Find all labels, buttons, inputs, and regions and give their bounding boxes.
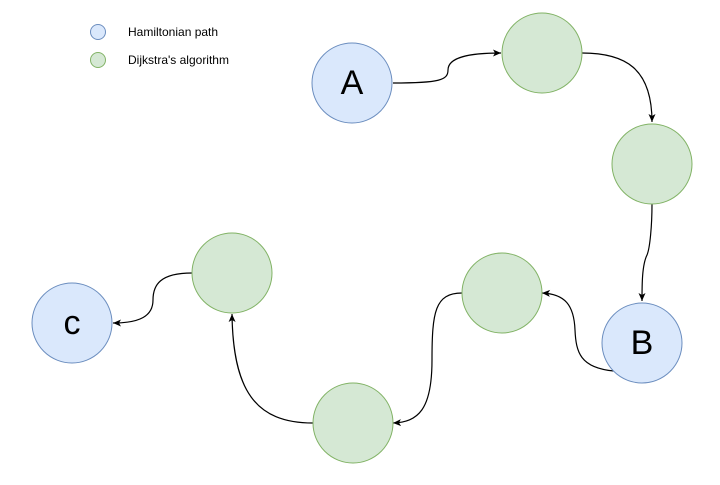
legend-label-dijkstra: Dijkstra's algorithm	[128, 53, 229, 67]
edge-g2-to-b	[638, 203, 653, 302]
node-a-label: A	[341, 64, 364, 102]
node-g4	[312, 382, 394, 464]
node-b: B	[601, 302, 683, 384]
node-g1	[501, 12, 583, 94]
edge-g1-to-g2	[581, 52, 656, 123]
legend: Hamiltonian path Dijkstra's algorithm	[90, 22, 229, 78]
edge-b-to-g3	[541, 289, 615, 372]
node-g5	[191, 232, 273, 314]
node-g3	[461, 252, 543, 334]
legend-swatch-dijkstra	[90, 52, 106, 68]
node-a: A	[311, 42, 393, 124]
legend-swatch-hamiltonian	[90, 24, 106, 40]
node-g2	[611, 123, 693, 205]
edges	[112, 49, 656, 427]
edge-g3-to-g4	[392, 292, 463, 427]
edge-a-to-g1	[392, 49, 502, 84]
edge-g4-to-g5	[228, 313, 314, 424]
legend-item-hamiltonian: Hamiltonian path	[90, 22, 229, 42]
legend-item-dijkstra: Dijkstra's algorithm	[90, 50, 229, 70]
legend-label-hamiltonian: Hamiltonian path	[128, 25, 219, 39]
edge-g5-to-c	[112, 272, 193, 327]
node-c: c	[31, 282, 113, 364]
node-b-label: B	[631, 324, 654, 362]
node-c-label: c	[64, 304, 81, 342]
